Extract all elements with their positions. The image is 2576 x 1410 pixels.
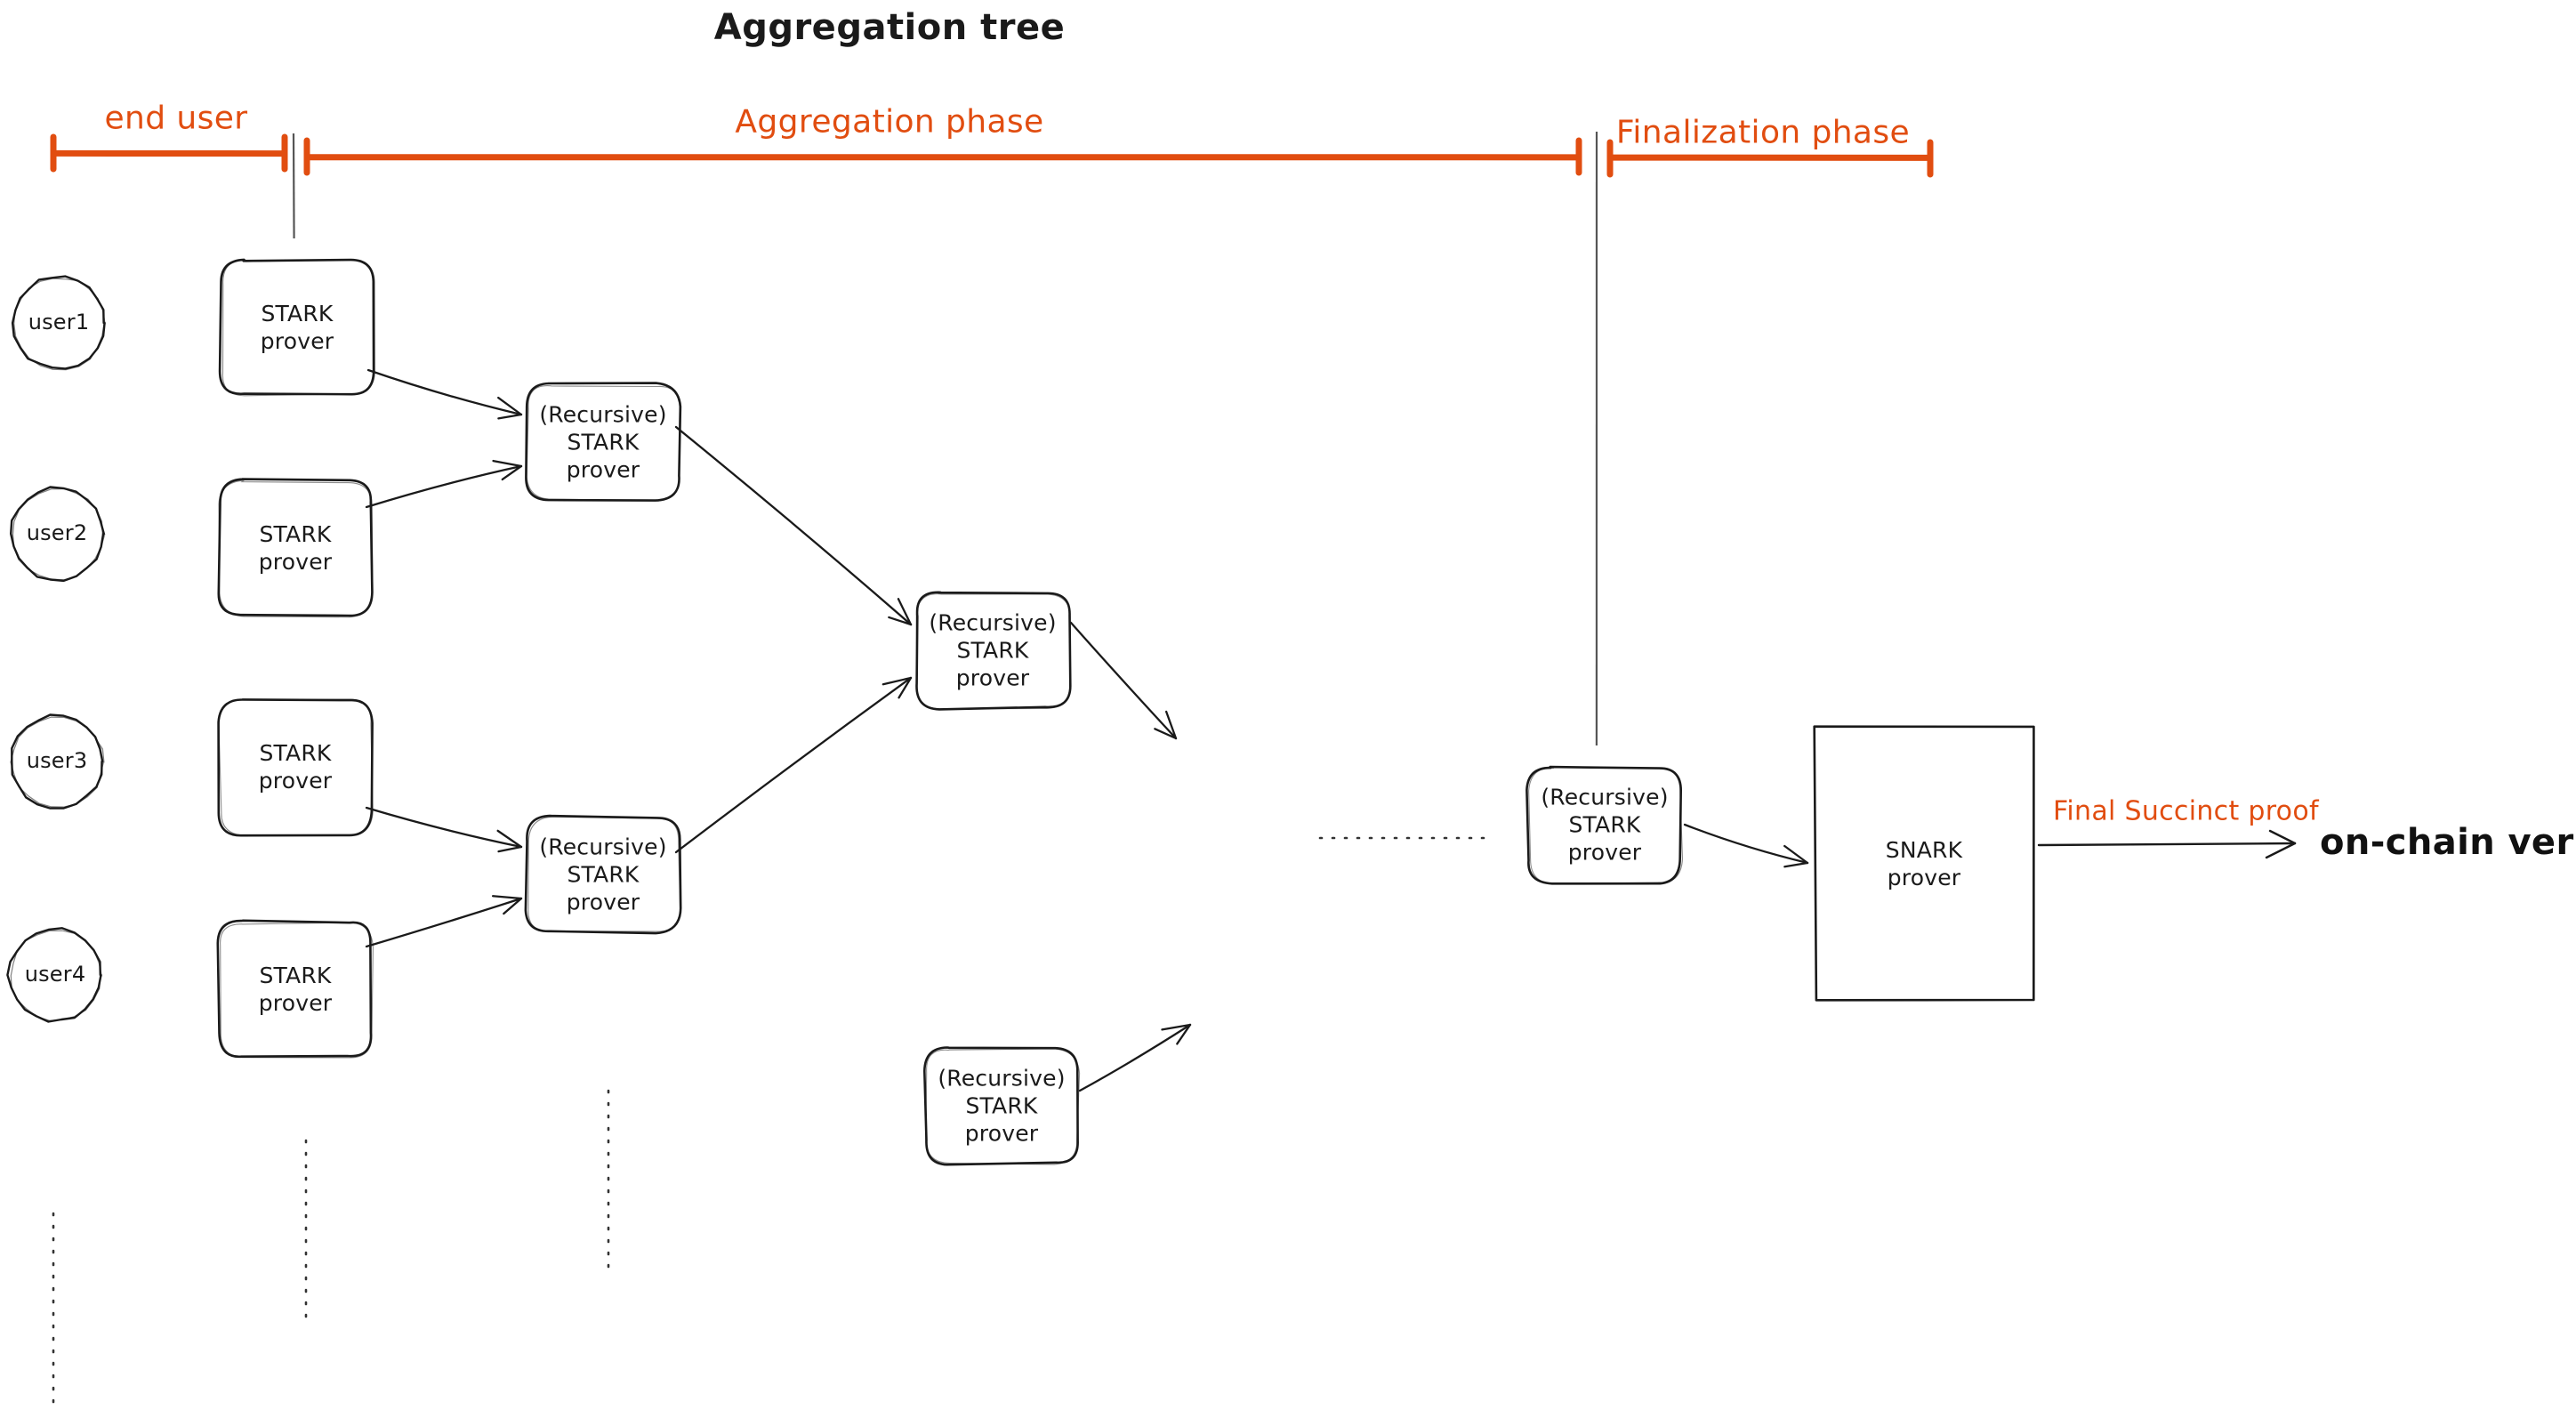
edge-stark4-recb: [365, 895, 523, 948]
dotted-line-group: [52, 836, 1489, 1406]
user-node-user1[interactable]: [11, 275, 106, 371]
node-stark-prover-3[interactable]: [217, 698, 374, 837]
node-recursive-prover-b[interactable]: [524, 814, 682, 935]
node-stark-prover-2[interactable]: [217, 478, 374, 618]
edge-recb-recc: [674, 676, 913, 854]
user-node-user2[interactable]: [10, 486, 106, 583]
node-stark-prover-1[interactable]: [218, 258, 375, 397]
node-stark-prover-4[interactable]: [216, 919, 374, 1059]
edge-stark1-reca: [366, 368, 523, 420]
edge-group: [365, 368, 2297, 1092]
user-node-user3[interactable]: [10, 713, 105, 810]
node-shape-group: [6, 258, 2035, 1166]
phase-divider-group: [292, 131, 1598, 746]
node-recursive-prover-d[interactable]: [923, 1046, 1081, 1166]
node-recursive-prover-final[interactable]: [1525, 765, 1684, 885]
edge-recc-open: [1069, 621, 1178, 740]
user-node-user4[interactable]: [6, 927, 102, 1023]
phase-bracket-end-user: [50, 133, 288, 173]
phase-ruler-group: [50, 133, 1934, 178]
edge-reca-recc: [674, 425, 913, 626]
node-recursive-prover-a[interactable]: [525, 382, 682, 502]
edge-recd-open: [1078, 1023, 1192, 1092]
node-recursive-prover-c[interactable]: [915, 591, 1072, 711]
edge-stark3-recb: [365, 806, 523, 853]
edge-recfinal-snark: [1683, 823, 1809, 868]
edge-snark-verifier: [2037, 829, 2297, 859]
phase-bracket-aggregation: [303, 137, 1582, 176]
edge-stark2-reca: [365, 459, 523, 509]
node-snark-prover[interactable]: [1813, 725, 2035, 1002]
phase-bracket-finalization: [1606, 139, 1934, 178]
